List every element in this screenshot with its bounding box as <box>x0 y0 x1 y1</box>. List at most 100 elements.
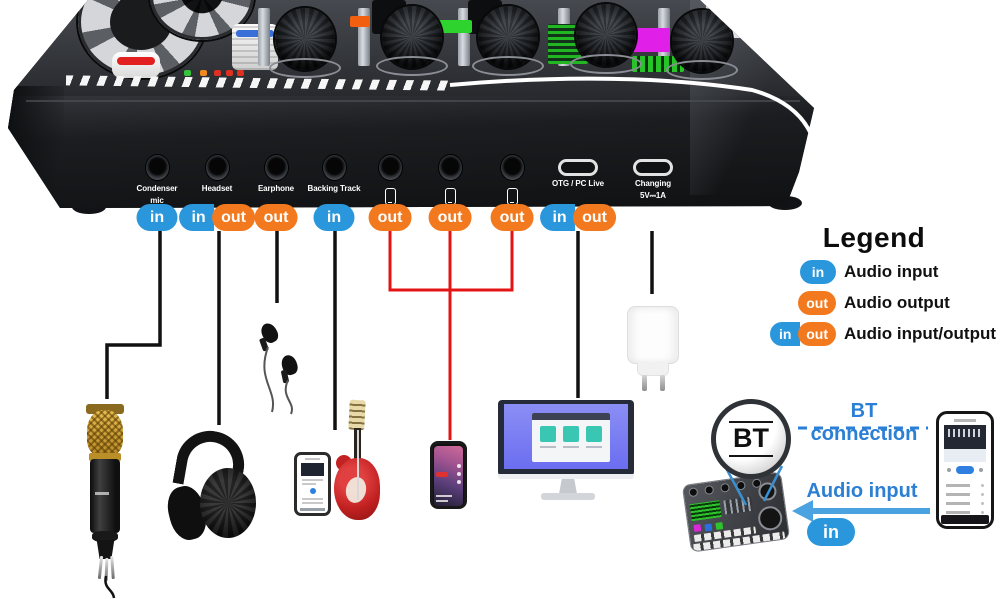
led-red <box>214 70 221 76</box>
play-button <box>956 466 974 474</box>
bt-chip-label: BT <box>729 421 773 457</box>
condenser-mic-connector <box>96 540 115 559</box>
device-seam <box>26 100 800 102</box>
bt-mixer-image <box>681 471 791 553</box>
plug-prong <box>660 375 665 391</box>
knob-ring <box>570 54 642 74</box>
headphones-right-cup <box>200 468 256 538</box>
out-badge: out <box>212 204 255 231</box>
app-tile <box>586 426 602 442</box>
port-phone-out-3 <box>467 154 557 205</box>
row-dot <box>981 502 984 505</box>
knob-ring <box>269 58 341 78</box>
record-button <box>112 52 160 78</box>
music-phone-image <box>294 452 331 516</box>
bt-magnifier-circle: BT <box>711 399 791 479</box>
white-fader <box>232 24 278 70</box>
jack-port-earphone <box>263 154 289 181</box>
in-badge: in <box>800 260 836 284</box>
in-badge: in <box>313 204 355 231</box>
out-badge: out <box>490 204 534 231</box>
fader-cap <box>236 30 274 37</box>
badges-phone-out-2: out <box>428 204 472 231</box>
guitar-headstock <box>348 399 366 431</box>
out-badge: out <box>428 204 472 231</box>
computer-image <box>498 400 634 476</box>
album-art <box>301 463 324 476</box>
jack-port-condenser-mic <box>144 154 170 181</box>
phone-navbar <box>300 508 325 511</box>
port-label: 5V⎓1A <box>640 191 666 200</box>
legend-item-label: Audio output <box>844 293 950 312</box>
legend-title: Legend <box>822 222 926 253</box>
port-label: OTG / PC Live <box>551 179 605 188</box>
condenser-mic-label-stripe <box>95 492 109 495</box>
in-badge: in <box>540 204 576 231</box>
wire-phone-outs <box>388 231 514 440</box>
phone-icon <box>384 188 396 205</box>
legend-item-label: Audio input <box>844 262 939 281</box>
bt-in-badge: in <box>807 518 855 546</box>
port-backing-track: Backing Track <box>289 154 379 193</box>
out-badge: out <box>798 291 836 315</box>
live-phone-image <box>430 441 467 509</box>
out-badge: out <box>798 322 836 346</box>
fader-slot <box>258 8 270 66</box>
phone-icon <box>444 188 456 205</box>
tile-caption <box>540 446 556 448</box>
condenser-mic-body <box>90 459 120 533</box>
app-tile <box>563 426 579 442</box>
badges-condenser-mic: in <box>136 204 178 231</box>
row-dot <box>981 484 984 487</box>
condenser-mic-mesh <box>87 410 123 456</box>
led-red <box>237 70 244 76</box>
app-tile <box>540 426 556 442</box>
led-red <box>226 70 233 76</box>
window-titlebar <box>532 413 610 420</box>
badges-backing-track: in <box>313 204 355 231</box>
row-dot <box>981 511 984 514</box>
legend-item-badges: in <box>756 260 836 284</box>
in-badge: in <box>770 322 801 346</box>
phone-icon <box>506 188 518 205</box>
monitor-base <box>541 493 595 500</box>
reaction-icon <box>457 464 461 468</box>
legend-item: in Audio input <box>756 259 992 285</box>
plug-prong <box>642 375 647 391</box>
audio-input-label: Audio input <box>806 480 918 502</box>
usb-c-port-charging <box>633 159 673 176</box>
mini-pad-blue <box>704 523 713 532</box>
text-line <box>302 498 323 500</box>
port-label: Backing Track <box>307 184 361 193</box>
mini-pad-green <box>715 522 724 530</box>
in-badge: in <box>136 204 178 231</box>
text-line <box>302 479 323 481</box>
power-adapter-image <box>627 306 679 364</box>
bt-phone-image <box>936 411 994 529</box>
jack-port-backing-track <box>321 154 347 181</box>
app-window <box>532 413 610 462</box>
mini-level-meter <box>689 500 722 522</box>
xlr-pin <box>104 557 109 582</box>
legend-item-label: Audio input/output <box>844 324 996 343</box>
legend-item-badges: out <box>756 291 836 315</box>
tile-caption <box>563 446 579 448</box>
phone-header <box>305 458 320 460</box>
earbud-cable <box>263 346 275 413</box>
mini-knob-row <box>688 478 762 498</box>
port-label: Condenser <box>136 184 178 193</box>
track-row <box>946 484 970 487</box>
badges-phone-out-3: out <box>490 204 534 231</box>
jack-port-phone-out-2 <box>437 154 463 181</box>
jack-port-phone-out-1 <box>377 154 403 181</box>
port-label: Headset <box>201 184 233 193</box>
out-badge: out <box>368 204 412 231</box>
jack-port-phone-out-3 <box>499 154 525 181</box>
